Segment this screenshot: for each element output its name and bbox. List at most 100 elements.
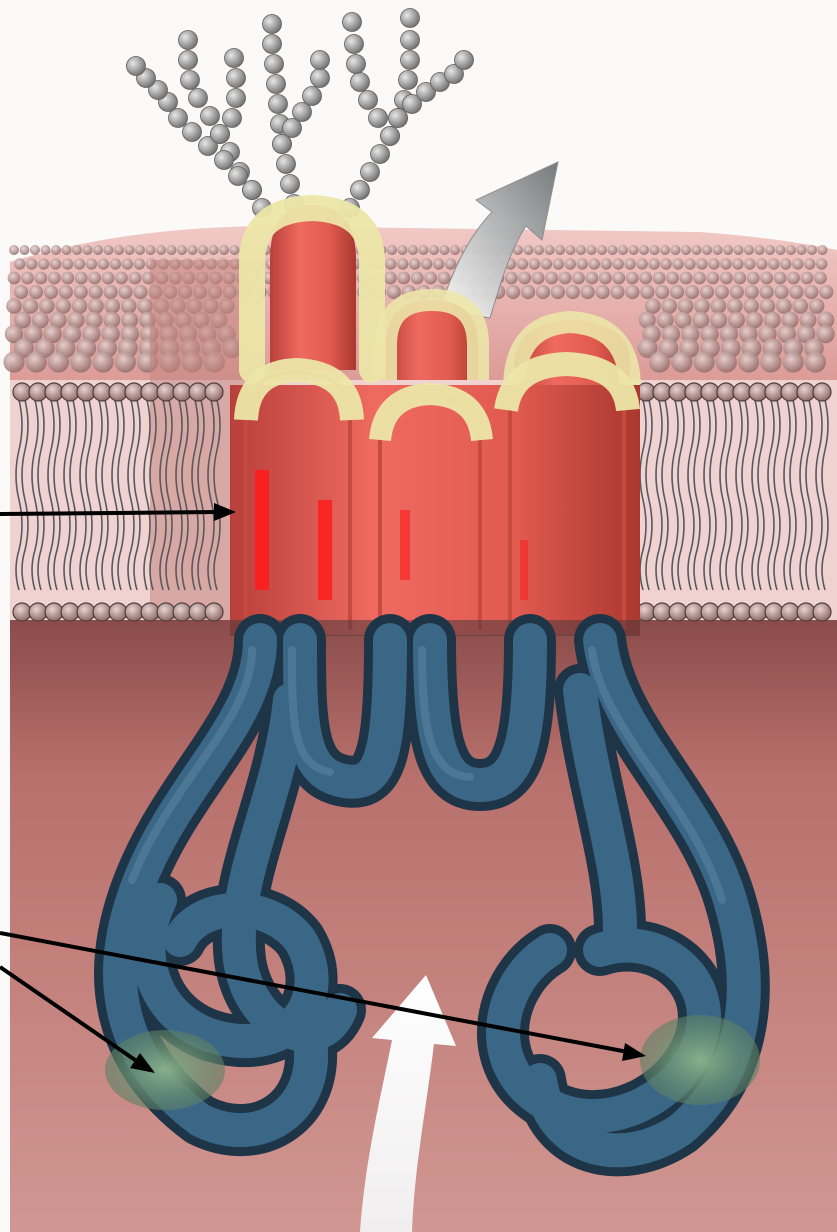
lipid-head: [640, 285, 654, 299]
lipid-head: [792, 298, 808, 314]
lipid-head: [760, 298, 776, 314]
lipid-head: [20, 245, 30, 255]
lipid-head: [639, 245, 649, 255]
lipid-head: [553, 258, 564, 269]
lipid-head: [685, 383, 703, 401]
glycan-residue: [189, 89, 208, 108]
lipid-head: [62, 258, 73, 269]
lipid-head: [135, 245, 145, 255]
lipid-head: [433, 258, 444, 269]
glycan-residue: [201, 107, 220, 126]
lipid-head: [747, 272, 760, 285]
lipid-head: [38, 258, 49, 269]
lipid-head: [559, 272, 572, 285]
lipid-head: [103, 285, 117, 299]
lipid-head: [45, 603, 63, 621]
lipid-head: [661, 298, 677, 314]
lipid-head: [804, 285, 818, 299]
lipid-head: [809, 298, 825, 314]
lipid-head: [156, 245, 166, 255]
lipid-head: [669, 603, 687, 621]
lipid-head: [26, 258, 37, 269]
lipid-head: [711, 298, 727, 314]
lipid-head: [804, 258, 815, 269]
lipid-head: [581, 285, 595, 299]
lipid-head: [776, 245, 786, 255]
lipid-head: [59, 285, 73, 299]
lipid-head: [532, 272, 545, 285]
glycan-residue: [263, 15, 282, 34]
lipid-head: [744, 245, 754, 255]
lipid-head: [188, 245, 198, 255]
lipid-head: [14, 285, 28, 299]
lipid-head: [551, 285, 565, 299]
lipid-head: [678, 298, 694, 314]
lipid-head: [624, 258, 635, 269]
glycan-residue: [273, 135, 292, 154]
lipid-head: [733, 603, 751, 621]
lipid-head: [749, 603, 767, 621]
lipid-head: [134, 258, 145, 269]
lipid-head: [732, 258, 743, 269]
glycan-residue: [401, 9, 420, 28]
lipid-head: [755, 245, 765, 255]
lipid-head: [653, 383, 671, 401]
lipid-head: [129, 272, 142, 285]
lipid-head: [77, 603, 95, 621]
glycan-residue: [359, 91, 378, 110]
lipid-head: [618, 245, 628, 255]
lipid-head: [743, 298, 759, 314]
lipid-head: [29, 285, 43, 299]
lipid-head: [13, 603, 31, 621]
glycan-residue: [127, 57, 146, 76]
lipid-head: [8, 272, 21, 285]
lipid-head: [93, 245, 103, 255]
lipid-head: [529, 258, 540, 269]
lipid-head: [781, 603, 799, 621]
glycan-residue: [401, 51, 420, 70]
lipid-head: [384, 272, 397, 285]
lipid-head: [209, 245, 219, 255]
glycan-residue: [229, 167, 248, 186]
lipid-head: [198, 245, 208, 255]
lipid-head: [768, 258, 779, 269]
lipid-head: [818, 245, 828, 255]
lipid-head: [613, 258, 624, 269]
lipid-head: [536, 285, 550, 299]
lipid-head: [680, 272, 693, 285]
lipid-head: [577, 258, 588, 269]
lipid-head: [786, 245, 796, 255]
lipid-head: [610, 285, 624, 299]
lipid-head: [587, 245, 597, 255]
lipid-head: [385, 258, 396, 269]
lipid-head: [62, 245, 72, 255]
lipid-head: [636, 258, 647, 269]
lipid-head: [601, 258, 612, 269]
lipid-head: [125, 603, 143, 621]
lipid-head: [408, 245, 418, 255]
glycan-residue: [351, 73, 370, 92]
lipid-head: [29, 603, 47, 621]
lipid-head: [44, 285, 58, 299]
lipid-head: [666, 272, 679, 285]
lipid-head: [681, 245, 691, 255]
lipid-head: [173, 603, 191, 621]
glycan-residue: [227, 69, 246, 88]
glycan-residue: [263, 35, 282, 54]
lipid-head: [157, 383, 175, 401]
lipid-head: [72, 298, 88, 314]
lipid-head: [733, 383, 751, 401]
lipid-head: [670, 285, 684, 299]
lipid-head: [692, 245, 702, 255]
lipid-head: [51, 245, 61, 255]
lipid-head: [13, 383, 31, 401]
lipid-head: [694, 298, 710, 314]
lipid-head: [807, 245, 817, 255]
lipid-head: [219, 245, 229, 255]
lipid-head: [760, 351, 781, 372]
lipid-head: [660, 258, 671, 269]
lipid-head: [45, 383, 63, 401]
lipid-head: [157, 603, 175, 621]
lipid-head: [114, 245, 124, 255]
glycan-residue: [345, 35, 364, 54]
